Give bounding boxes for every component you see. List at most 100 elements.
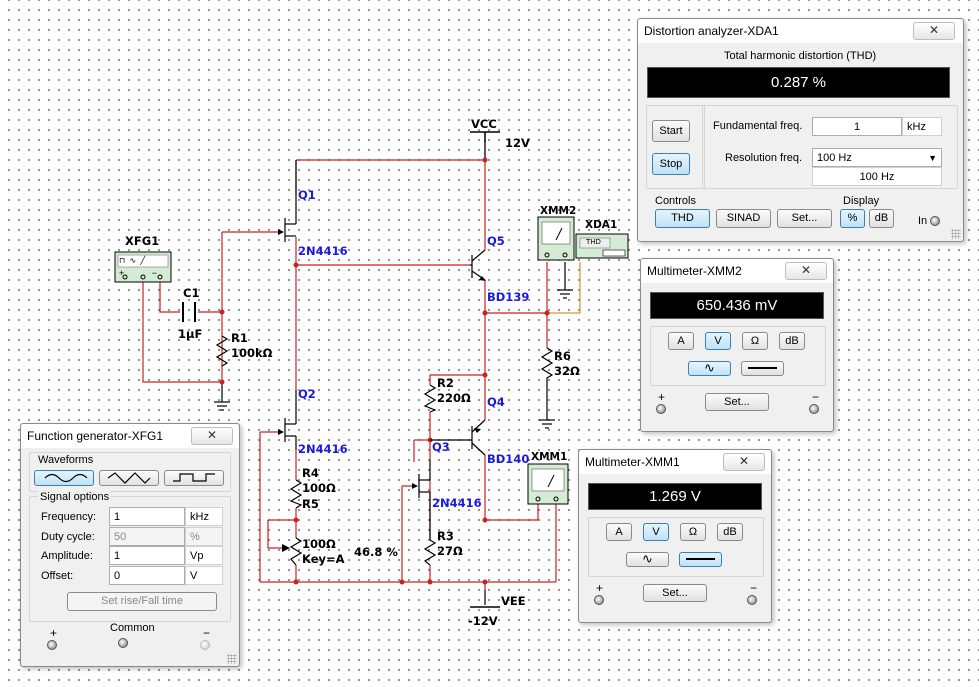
offset-input[interactable]: 0 bbox=[109, 566, 185, 585]
distortion-analyzer-icon[interactable] bbox=[575, 233, 629, 259]
xmm2-ammeter-button[interactable]: A bbox=[668, 332, 694, 350]
r1-ref: R1 bbox=[231, 331, 248, 345]
xmm2-voltmeter-button[interactable]: V bbox=[705, 332, 731, 350]
xmm2-db-button[interactable]: dB bbox=[779, 332, 805, 350]
distortion-analyzer-window[interactable]: Distortion analyzer-XDA1 ✕ Total harmoni… bbox=[637, 18, 964, 242]
q1-model: 2N4416 bbox=[298, 244, 348, 258]
jfet-q3[interactable] bbox=[418, 460, 431, 540]
multimeter-xmm2-icon[interactable] bbox=[537, 216, 575, 261]
thd-mode-button[interactable]: THD bbox=[655, 209, 710, 228]
resistor-r1[interactable] bbox=[215, 335, 229, 367]
ground-symbols bbox=[214, 289, 573, 429]
resistor-r3[interactable] bbox=[423, 539, 437, 566]
fg-common-terminal-icon[interactable] bbox=[118, 638, 128, 648]
resistor-r6[interactable] bbox=[540, 347, 554, 395]
xmm2-title: Multimeter-XMM2 bbox=[647, 264, 742, 278]
xmm1-db-button[interactable]: dB bbox=[717, 523, 743, 541]
offset-unit[interactable]: V bbox=[185, 566, 223, 585]
resolution-freq-label: Resolution freq. bbox=[725, 152, 803, 164]
xmm1-label: XMM1 bbox=[531, 451, 568, 463]
set-rise-fall-button: Set rise/Fall time bbox=[67, 592, 217, 611]
q2-ref: Q2 bbox=[298, 387, 316, 401]
xmm2-ohmmeter-button[interactable]: Ω bbox=[742, 332, 768, 350]
xmm1-minus-label: − bbox=[750, 581, 758, 595]
c1-value: 1µF bbox=[178, 327, 203, 341]
fundamental-freq-input[interactable]: 1 bbox=[812, 117, 902, 136]
duty-cycle-input: 50 bbox=[109, 527, 185, 546]
multimeter-xmm1-icon[interactable] bbox=[527, 463, 569, 505]
vcc-value: 12V bbox=[505, 136, 530, 150]
bjt-q5[interactable] bbox=[470, 249, 486, 281]
fg-plus-terminal-icon[interactable] bbox=[47, 640, 57, 650]
q4-model: BD140 bbox=[487, 452, 530, 466]
frequency-input[interactable]: 1 bbox=[109, 507, 185, 526]
set-button[interactable]: Set... bbox=[777, 209, 832, 228]
xmm1-minus-terminal-icon[interactable] bbox=[747, 595, 757, 605]
duty-cycle-unit: % bbox=[185, 527, 223, 546]
resistor-r5[interactable] bbox=[289, 537, 303, 566]
triangle-wave-button[interactable] bbox=[99, 470, 159, 486]
percent-display-button[interactable]: % bbox=[840, 209, 865, 228]
xmm1-ohmmeter-button[interactable]: Ω bbox=[680, 523, 706, 541]
xmm1-voltmeter-button[interactable]: V bbox=[643, 523, 669, 541]
jfet-q1[interactable] bbox=[284, 195, 297, 242]
sinad-mode-button[interactable]: SINAD bbox=[716, 209, 771, 228]
start-button[interactable]: Start bbox=[652, 120, 690, 142]
xmm1-titlebar[interactable]: Multimeter-XMM1 ✕ bbox=[579, 450, 771, 474]
resistor-r4[interactable] bbox=[289, 479, 303, 509]
jfet-q2[interactable] bbox=[284, 390, 297, 450]
chevron-down-icon[interactable]: ▼ bbox=[928, 153, 937, 163]
xmm2-ac-button[interactable]: ∿ bbox=[688, 361, 731, 376]
amplitude-unit[interactable]: Vp bbox=[185, 546, 223, 565]
resize-grip-icon[interactable] bbox=[227, 654, 237, 664]
xmm2-titlebar[interactable]: Multimeter-XMM2 ✕ bbox=[641, 259, 833, 283]
xmm2-minus-terminal-icon[interactable] bbox=[809, 404, 819, 414]
capacitor-c1[interactable] bbox=[182, 302, 196, 322]
xmm1-set-button[interactable]: Set... bbox=[643, 584, 707, 602]
multimeter-xmm2-window[interactable]: Multimeter-XMM2 ✕ 650.436 mV A V Ω dB ∿ … bbox=[640, 258, 834, 432]
fg-titlebar[interactable]: Function generator-XFG1 ✕ bbox=[21, 424, 239, 448]
start-stop-group bbox=[646, 105, 705, 189]
stop-button[interactable]: Stop bbox=[652, 153, 690, 175]
xmm1-plus-terminal-icon[interactable] bbox=[594, 595, 604, 605]
r1-value: 100kΩ bbox=[231, 346, 273, 360]
xmm2-mode-group bbox=[650, 326, 826, 386]
distortion-window-titlebar[interactable]: Distortion analyzer-XDA1 ✕ bbox=[638, 19, 963, 43]
close-button[interactable]: ✕ bbox=[723, 453, 765, 471]
fg-minus-terminal-icon[interactable] bbox=[200, 640, 210, 650]
xmm1-dc-button[interactable] bbox=[679, 552, 722, 567]
xmm2-set-button[interactable]: Set... bbox=[705, 393, 769, 411]
frequency-unit[interactable]: kHz bbox=[185, 507, 223, 526]
close-button[interactable]: ✕ bbox=[913, 22, 955, 40]
fundamental-freq-label: Fundamental freq. bbox=[713, 120, 803, 132]
square-wave-button[interactable] bbox=[164, 470, 224, 486]
function-generator-window[interactable]: Function generator-XFG1 ✕ Waveforms Sign… bbox=[20, 423, 240, 667]
q3-ref: Q3 bbox=[432, 440, 450, 454]
multimeter-xmm1-window[interactable]: Multimeter-XMM1 ✕ 1.269 V A V Ω dB ∿ + S… bbox=[578, 449, 772, 623]
close-button[interactable]: ✕ bbox=[191, 427, 233, 445]
fundamental-freq-unit: kHz bbox=[902, 117, 942, 136]
function-generator-icon[interactable] bbox=[114, 251, 172, 283]
duty-cycle-label: Duty cycle: bbox=[41, 531, 95, 543]
bjt-q4[interactable] bbox=[430, 419, 486, 456]
db-display-button[interactable]: dB bbox=[869, 209, 894, 228]
sine-wave-button[interactable] bbox=[34, 470, 94, 486]
sine-wave-icon bbox=[44, 473, 88, 483]
xmm1-ammeter-button[interactable]: A bbox=[606, 523, 632, 541]
r3-ref: R3 bbox=[437, 529, 454, 543]
xmm1-ac-button[interactable]: ∿ bbox=[626, 552, 669, 567]
xmm2-dc-button[interactable] bbox=[741, 361, 784, 376]
thd-heading: Total harmonic distortion (THD) bbox=[724, 50, 877, 62]
input-terminal-icon[interactable] bbox=[930, 216, 940, 226]
resize-grip-icon[interactable] bbox=[951, 229, 961, 239]
fg-plus-label: + bbox=[50, 626, 58, 640]
r5-value: 100Ω bbox=[302, 537, 336, 551]
xmm2-plus-terminal-icon[interactable] bbox=[656, 404, 666, 414]
resolution-freq-select[interactable]: 100 Hz ▼ bbox=[812, 148, 942, 167]
r6-ref: R6 bbox=[554, 349, 571, 363]
input-label: In bbox=[918, 215, 928, 227]
resistor-r2[interactable] bbox=[423, 384, 437, 413]
close-button[interactable]: ✕ bbox=[785, 262, 827, 280]
amplitude-input[interactable]: 1 bbox=[109, 546, 185, 565]
